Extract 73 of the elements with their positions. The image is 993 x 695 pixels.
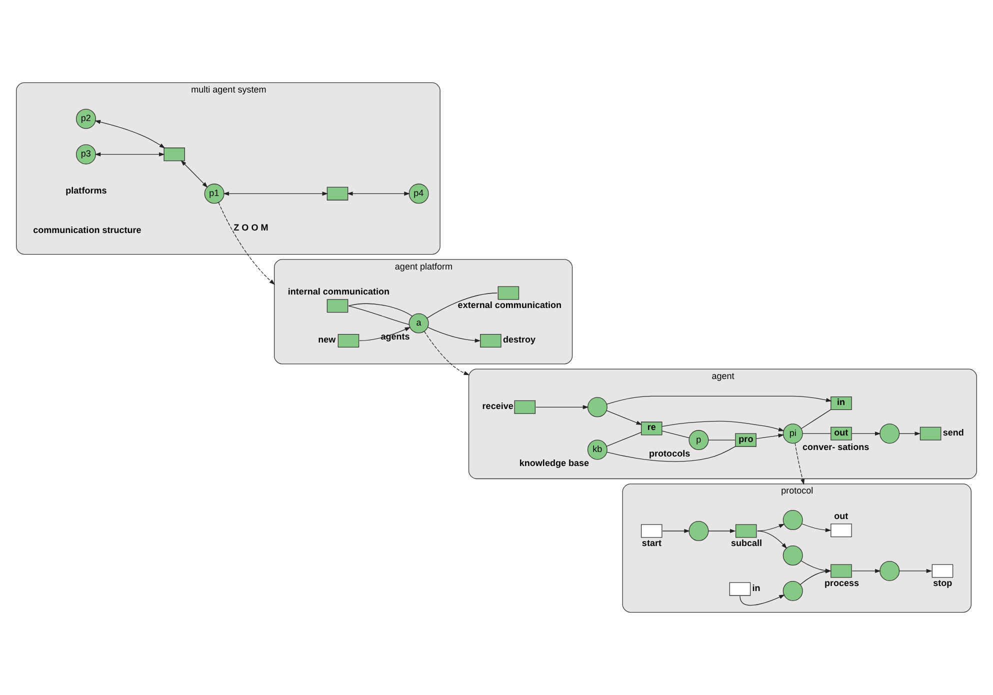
- connector: [426, 292, 498, 318]
- node-circle: [688, 521, 709, 541]
- connector: [662, 430, 690, 438]
- arrow: [606, 396, 832, 405]
- arrow: [606, 410, 642, 425]
- node-box: re: [640, 422, 662, 436]
- arrow: [852, 568, 881, 574]
- connector: [800, 409, 832, 429]
- node-circle: pi: [782, 424, 803, 444]
- arrow: [180, 160, 208, 188]
- node-label: out: [834, 510, 848, 521]
- arrow: [427, 327, 481, 343]
- node-circle: [880, 424, 900, 444]
- arrow: [851, 432, 881, 436]
- node-circle: p2: [76, 108, 96, 129]
- connector: [348, 306, 410, 325]
- node-label: subcall: [730, 538, 762, 548]
- node-label: new: [318, 334, 336, 344]
- label: communication structure: [33, 224, 142, 235]
- arrow: [757, 530, 788, 549]
- arrow: [424, 330, 470, 376]
- arrow: [662, 528, 690, 534]
- node-label: in: [752, 582, 760, 593]
- node-label: external communication: [458, 300, 562, 310]
- arrow: [359, 327, 411, 342]
- node-circle: kb: [587, 440, 608, 460]
- node-circle: [782, 546, 803, 566]
- arrow: [708, 528, 736, 534]
- node-label: knowledge base: [519, 458, 590, 468]
- node-label: stop: [933, 578, 952, 588]
- arrow: [223, 192, 328, 196]
- node-label: destroy: [502, 334, 536, 344]
- node-box: [164, 148, 185, 162]
- node-circle: a: [408, 313, 429, 334]
- arrow: [899, 432, 921, 436]
- node-box: out: [830, 426, 852, 440]
- node-box: [326, 186, 348, 200]
- connector: [348, 303, 412, 316]
- node-circle: p3: [76, 144, 96, 164]
- node-circle: p1: [204, 184, 224, 204]
- node-label: start: [642, 538, 662, 548]
- arrow: [94, 120, 166, 148]
- node-label: send: [942, 427, 964, 438]
- arrow: [536, 405, 589, 410]
- arrow: [802, 524, 832, 532]
- node-box: in: [830, 396, 852, 410]
- connector: [802, 433, 832, 434]
- node-circle: p: [688, 430, 709, 450]
- arrow: [94, 152, 165, 156]
- node-circle: [782, 580, 803, 601]
- node-circle: p4: [408, 184, 429, 204]
- node-label: protocols: [649, 448, 690, 458]
- edge-label: Z O O M: [234, 222, 268, 233]
- arrow: [757, 524, 785, 532]
- arrow: [794, 442, 805, 485]
- arrow: [662, 420, 784, 432]
- arrow: [740, 594, 785, 606]
- node-circle: [782, 510, 803, 530]
- node-label: receive: [482, 400, 514, 411]
- node-label: internal communication: [288, 286, 390, 296]
- connector: [606, 432, 642, 447]
- node-circle: [587, 397, 608, 418]
- arrow: [756, 434, 784, 439]
- arrow: [218, 202, 276, 285]
- node-label: process: [824, 578, 860, 588]
- label: platforms: [66, 185, 107, 196]
- node-box: pro: [735, 433, 756, 447]
- node-label: conver- sations: [802, 442, 870, 452]
- connector: [606, 446, 736, 462]
- node-circle: [880, 560, 900, 581]
- node-label: agents: [380, 332, 410, 342]
- arrow: [899, 568, 932, 574]
- arrow: [346, 192, 410, 196]
